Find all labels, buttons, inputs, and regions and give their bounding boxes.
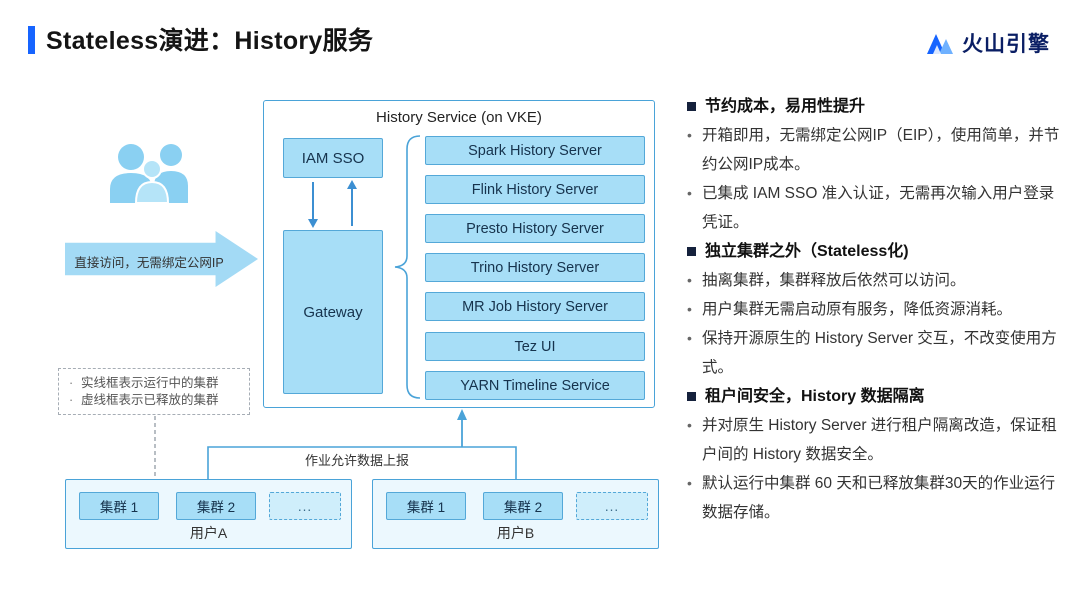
bullet-text: 保持开源原生的 History Server 交互，不改变使用方式。: [702, 330, 1057, 376]
section-stateless: 独立集群之外（Stateless化) • 抽离集群，集群释放后依然可以访问。 •…: [687, 237, 1061, 382]
service-box-flink: Flink History Server: [425, 175, 645, 204]
dot-bullet-icon: •: [687, 301, 692, 317]
iam-sso-box: IAM SSO: [283, 138, 383, 178]
cluster-box: 集群 2: [483, 492, 563, 520]
bullet-text: 并对原生 History Server 进行租户隔离改造，保证租户间的 Hist…: [702, 417, 1057, 463]
dot-bullet-icon: •: [687, 272, 692, 288]
bullet-text: 用户集群无需启动原有服务，降低资源消耗。: [702, 301, 1013, 318]
cluster-box: 集群 2: [176, 492, 256, 520]
service-box-yarn: YARN Timeline Service: [425, 371, 645, 400]
service-box-mrjob: MR Job History Server: [425, 292, 645, 321]
report-label: 作业允许数据上报: [304, 453, 409, 468]
dot-bullet-icon: •: [687, 330, 692, 346]
section-title-text: 独立集群之外（Stateless化): [705, 243, 909, 260]
page-title: Stateless演进：History服务: [46, 27, 374, 55]
legend-dot-icon: ·: [69, 393, 74, 407]
bullet-text: 默认运行中集群 60 天和已释放集群30天的作业运行数据存储。: [702, 475, 1056, 521]
cluster-box: 集群 1: [79, 492, 159, 520]
released-cluster-box: ...: [269, 492, 341, 520]
section-title-text: 节约成本，易用性提升: [705, 98, 866, 115]
bullet-item: • 开箱即用，无需绑定公网IP（EIP），使用简单，并节约公网IP成本。: [687, 121, 1061, 179]
section-title-text: 租户间安全，History 数据隔离: [705, 388, 925, 405]
bullet-item: • 默认运行中集群 60 天和已释放集群30天的作业运行数据存储。: [687, 469, 1061, 527]
service-box-presto: Presto History Server: [425, 214, 645, 243]
legend-box: · 实线框表示运行中的集群 · 虚线框表示已释放的集群: [58, 368, 250, 415]
bullet-item: • 抽离集群，集群释放后依然可以访问。: [687, 266, 1061, 295]
right-panel: 节约成本，易用性提升 • 开箱即用，无需绑定公网IP（EIP），使用简单，并节约…: [687, 92, 1061, 527]
cluster-box: 集群 1: [386, 492, 466, 520]
user-a-container: 集群 1 集群 2 ... 用户A: [65, 479, 352, 549]
service-box-trino: Trino History Server: [425, 253, 645, 282]
user-b-container: 集群 1 集群 2 ... 用户B: [372, 479, 659, 549]
dot-bullet-icon: •: [687, 475, 692, 491]
bullet-item: • 已集成 IAM SSO 准入认证，无需再次输入用户登录凭证。: [687, 179, 1061, 237]
legend-line-solid: · 实线框表示运行中的集群: [69, 375, 249, 392]
legend-dot-icon: ·: [69, 376, 74, 390]
section-cost: 节约成本，易用性提升 • 开箱即用，无需绑定公网IP（EIP），使用简单，并节约…: [687, 92, 1061, 237]
released-cluster-box: ...: [576, 492, 648, 520]
user-b-label: 用户B: [496, 525, 535, 541]
users-group-icon: [110, 144, 188, 204]
brand-logo: 火山引擎: [925, 28, 1050, 58]
bullet-text: 已集成 IAM SSO 准入认证，无需再次输入用户登录凭证。: [702, 185, 1055, 231]
access-arrow-label: 直接访问，无需绑定公网IP: [74, 256, 224, 270]
dot-bullet-icon: •: [687, 417, 692, 433]
service-box-spark: Spark History Server: [425, 136, 645, 165]
bullet-item: • 保持开源原生的 History Server 交互，不改变使用方式。: [687, 324, 1061, 382]
section-title: 租户间安全，History 数据隔离: [687, 382, 1061, 411]
square-bullet-icon: [687, 392, 696, 401]
dot-bullet-icon: •: [687, 127, 692, 143]
service-box-tez: Tez UI: [425, 332, 645, 361]
section-security: 租户间安全，History 数据隔离 • 并对原生 History Server…: [687, 382, 1061, 527]
bullet-item: • 用户集群无需启动原有服务，降低资源消耗。: [687, 295, 1061, 324]
section-title: 独立集群之外（Stateless化): [687, 237, 1061, 266]
legend-text: 虚线框表示已释放的集群: [81, 393, 219, 407]
gateway-box: Gateway: [283, 230, 383, 394]
dot-bullet-icon: •: [687, 185, 692, 201]
square-bullet-icon: [687, 102, 696, 111]
history-service-title: History Service (on VKE): [376, 109, 542, 126]
volcano-engine-logo-icon: [927, 33, 953, 54]
brand-name: 火山引擎: [962, 33, 1050, 56]
bullet-text: 开箱即用，无需绑定公网IP（EIP），使用简单，并节约公网IP成本。: [702, 127, 1060, 173]
title-accent-bar: [28, 26, 35, 54]
square-bullet-icon: [687, 247, 696, 256]
section-title: 节约成本，易用性提升: [687, 92, 1061, 121]
bullet-text: 抽离集群，集群释放后依然可以访问。: [702, 272, 966, 289]
legend-line-dashed: · 虚线框表示已释放的集群: [69, 392, 249, 409]
user-a-label: 用户A: [189, 525, 228, 541]
legend-text: 实线框表示运行中的集群: [81, 376, 219, 390]
bullet-item: • 并对原生 History Server 进行租户隔离改造，保证租户间的 Hi…: [687, 411, 1061, 469]
